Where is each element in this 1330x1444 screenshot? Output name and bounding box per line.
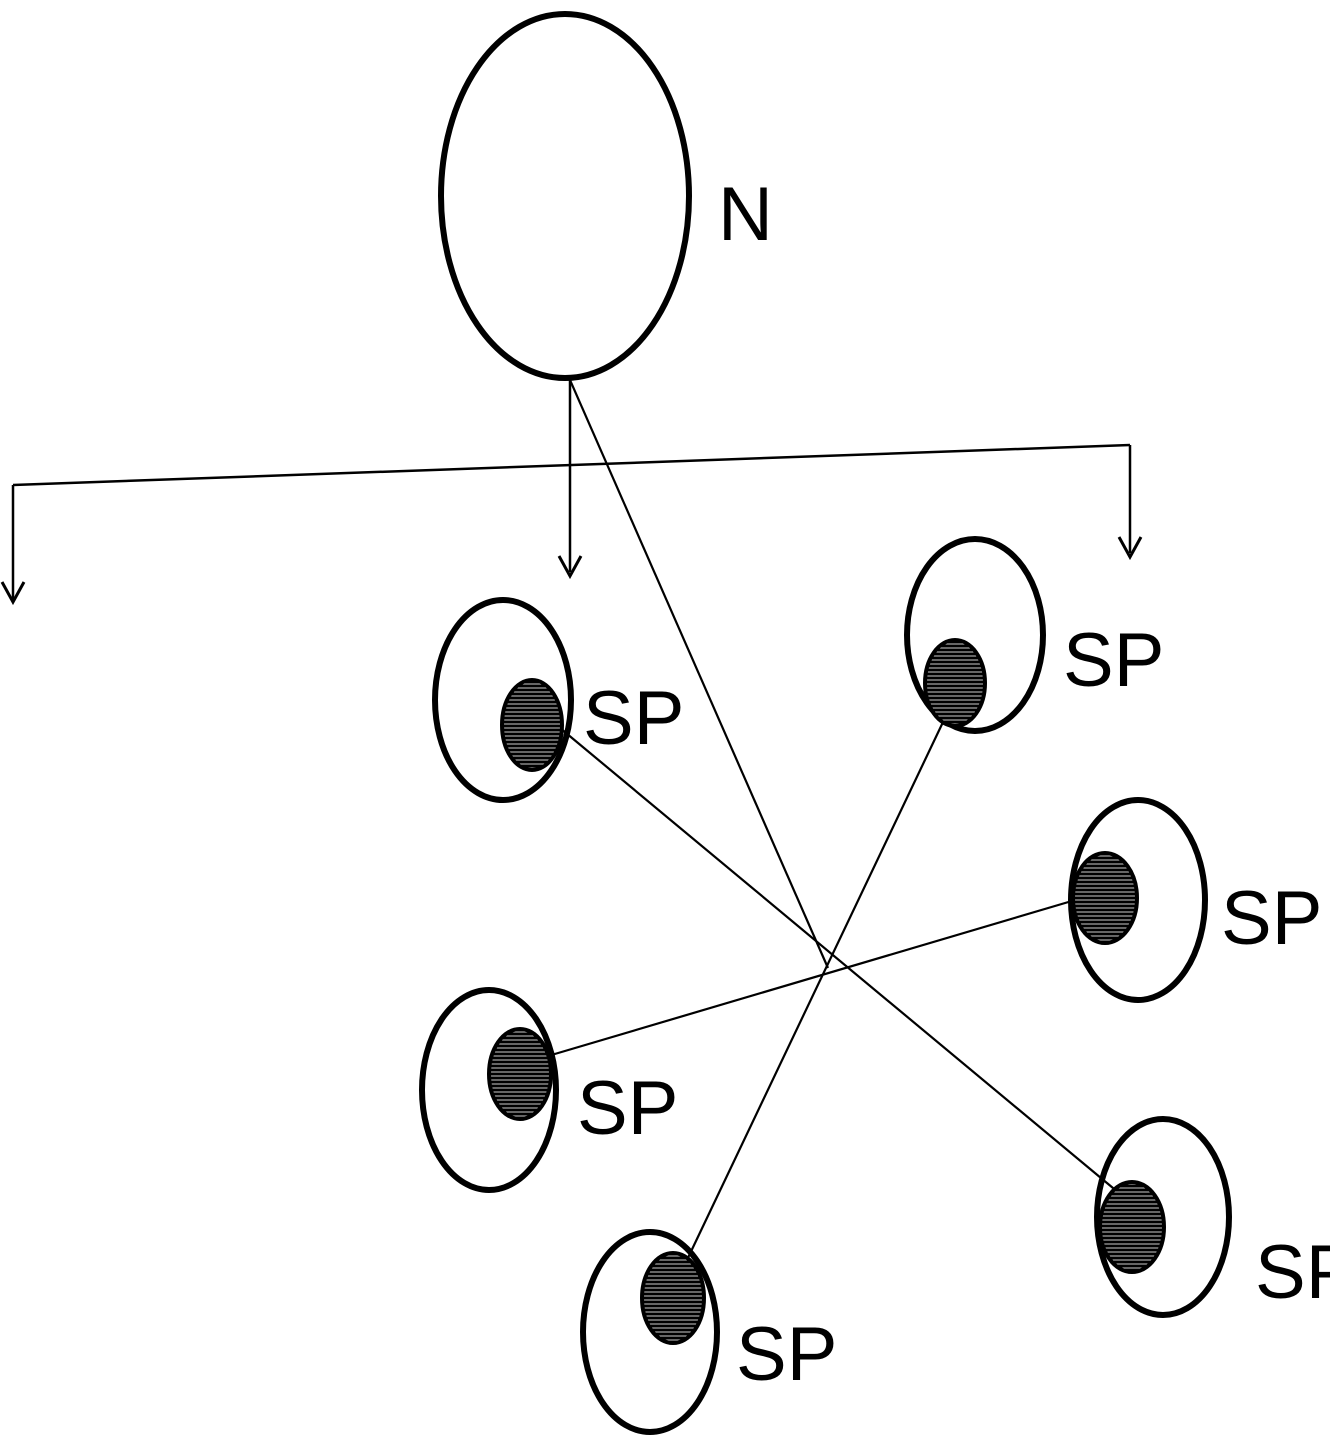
sp-node-outer-circle: [904, 536, 1046, 734]
arrow-down-icon: [0, 581, 26, 606]
sp-node-hatched-core: [487, 1027, 553, 1121]
main-node-circle: [438, 11, 692, 381]
connection-lines: [547, 379, 1126, 1263]
sp-node: SP: [904, 536, 1164, 734]
sp-node-label: SP: [1255, 1230, 1330, 1315]
sp-node: SP: [432, 597, 684, 803]
sp-node-outer-circle: [419, 987, 559, 1193]
sp-node-hatched-core: [1098, 1180, 1166, 1274]
connection-line: [547, 896, 1083, 1058]
connection-line: [559, 727, 1126, 1199]
connection-line: [568, 379, 830, 969]
arrow-down-icon: [1117, 536, 1143, 561]
sp-node-outer-circle: [580, 1229, 720, 1435]
sp-node: SP: [1068, 797, 1322, 1003]
sp-node-label: SP: [1221, 876, 1322, 961]
sp-node-outer-circle: [1094, 1116, 1232, 1318]
sp-node-label: SP: [577, 1066, 678, 1151]
main-node-label: N: [718, 172, 773, 257]
sp-node-hatched-core: [923, 638, 987, 728]
sp-node-label: SP: [583, 676, 684, 761]
sp-node-label: SP: [736, 1312, 837, 1397]
sp-node-outer-circle: [1068, 797, 1208, 1003]
sp-node-hatched-core: [1071, 851, 1139, 945]
sp-node-hatched-core: [640, 1251, 706, 1345]
arrow-down-icon: [557, 555, 583, 580]
distribution-lines: [0, 378, 1143, 606]
sp-node-label: SP: [1063, 618, 1164, 703]
horizontal-bus: [12, 443, 1131, 487]
sp-node: SP: [580, 1229, 837, 1435]
sp-node: SP: [419, 987, 678, 1193]
sp-node-outer-circle: [432, 597, 574, 803]
sp-node-hatched-core: [500, 678, 564, 772]
sp-node: SP: [1094, 1116, 1330, 1318]
connection-line: [685, 719, 945, 1263]
